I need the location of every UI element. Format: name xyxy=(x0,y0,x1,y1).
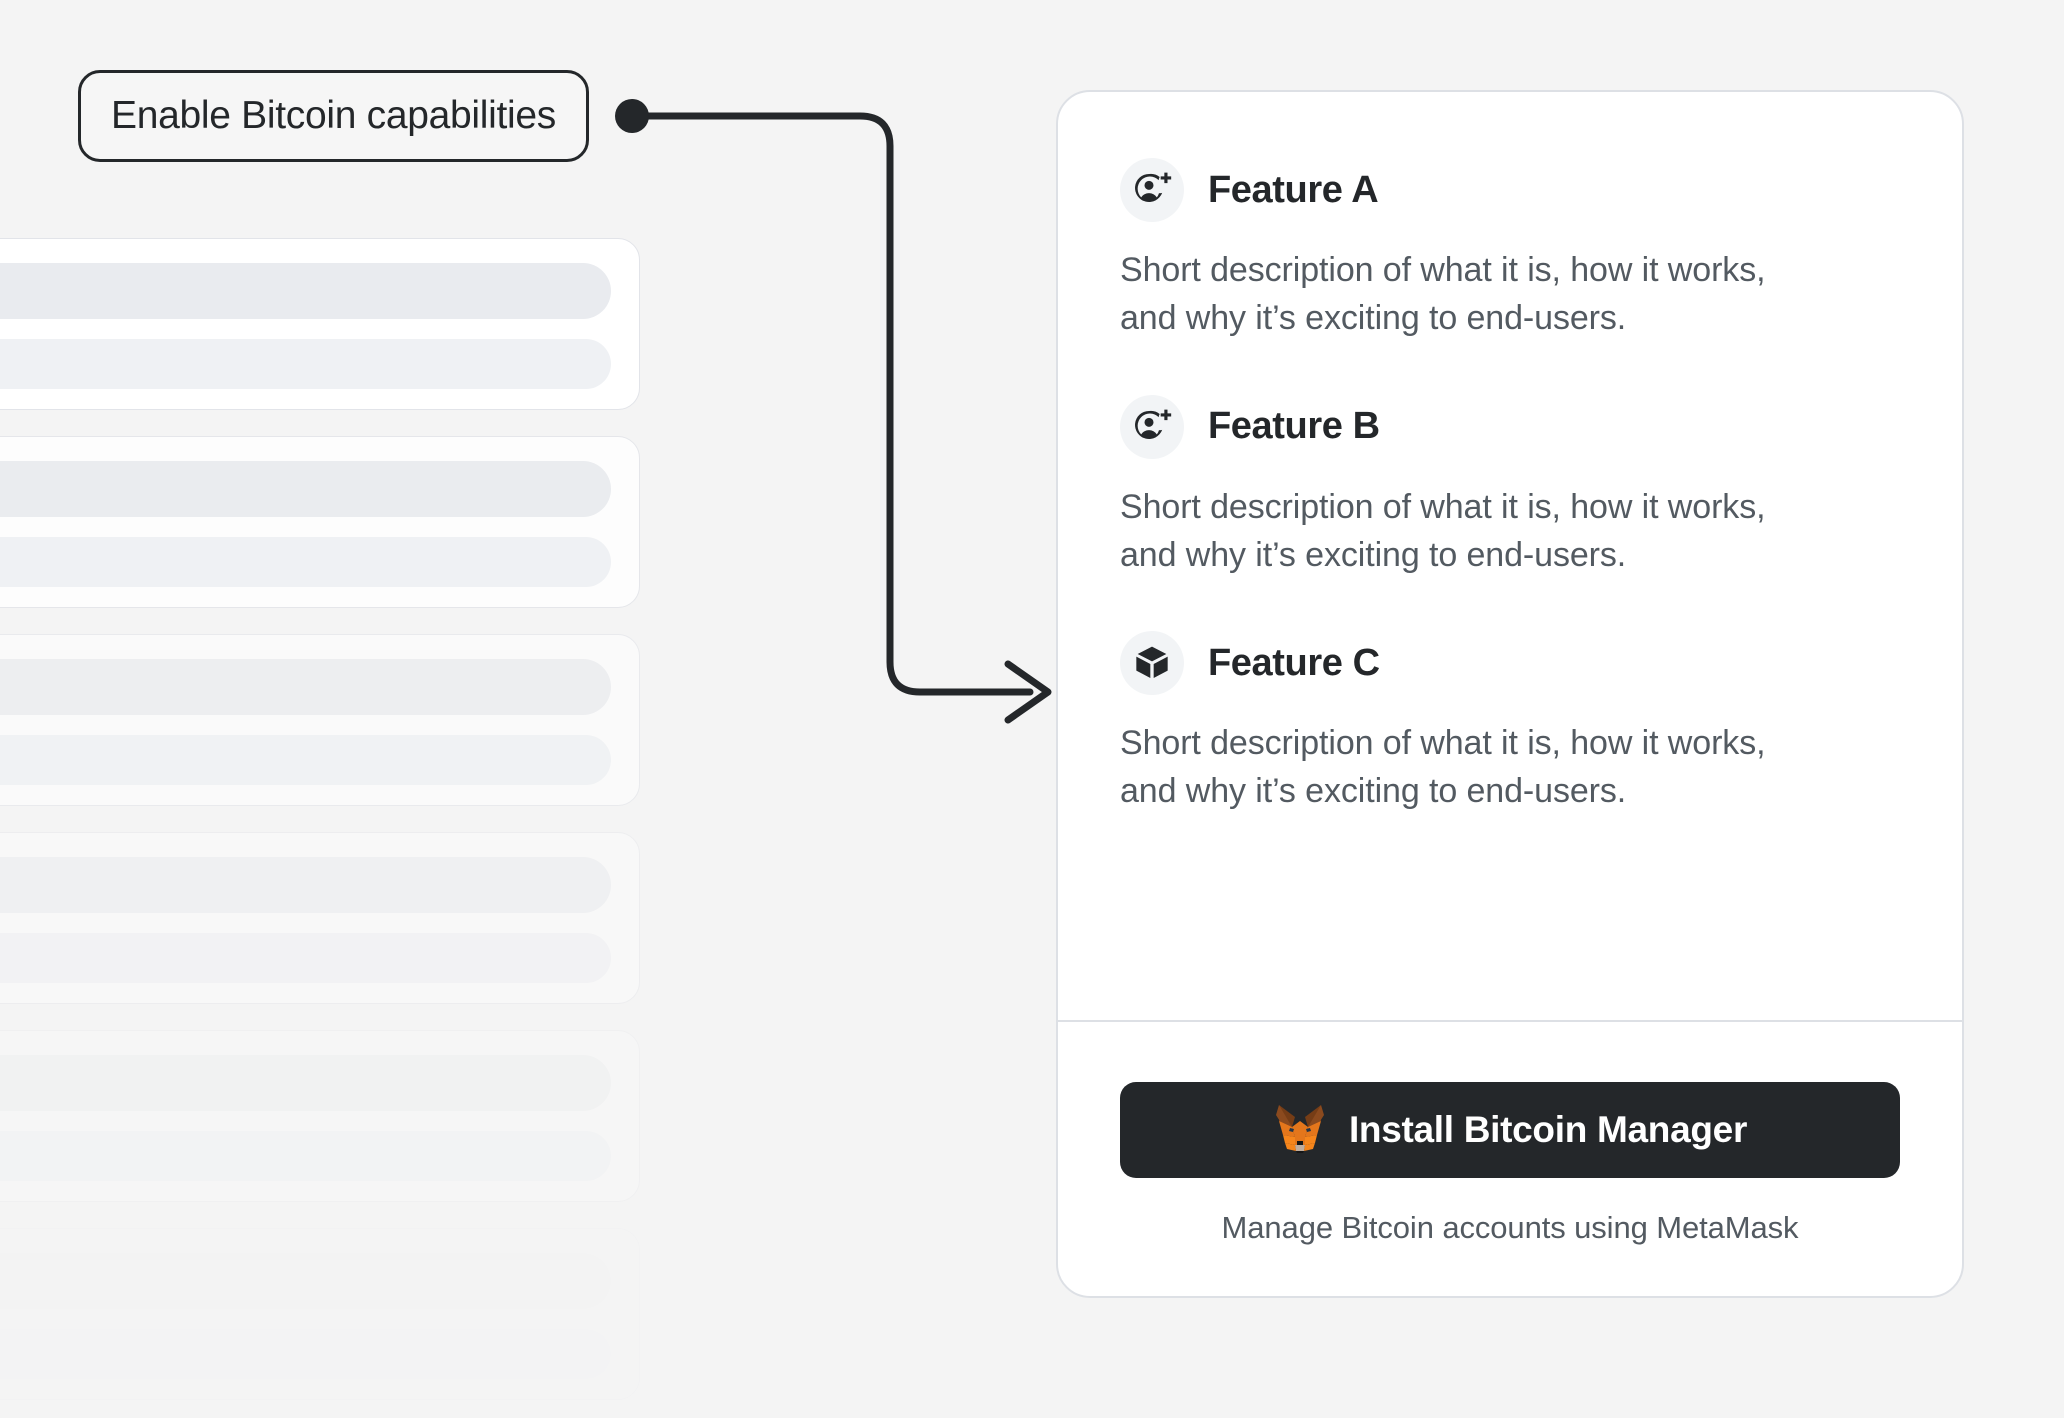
feature-list: Feature A Short description of what it is… xyxy=(1058,92,1962,962)
skeleton-bar-secondary xyxy=(0,1131,611,1181)
panel-footer: Install Bitcoin Manager Manage Bitcoin a… xyxy=(1058,1022,1962,1296)
feature-icon-badge xyxy=(1120,394,1184,459)
feature-description: Short description of what it is, how it … xyxy=(1120,724,1766,811)
feature-title: Feature C xyxy=(1208,641,1380,684)
add-account-icon xyxy=(1135,172,1172,202)
install-caption: Manage Bitcoin accounts using MetaMask xyxy=(1221,1210,1799,1245)
connector-path xyxy=(628,112,1034,696)
skeleton-bar-secondary xyxy=(0,933,611,983)
skeleton-bar-primary xyxy=(0,1253,611,1309)
connector-start-dot xyxy=(615,99,649,133)
skeleton-bar-primary xyxy=(0,1055,611,1111)
feature-title: Feature A xyxy=(1208,168,1379,211)
panel-divider xyxy=(1058,1020,1962,1022)
feature-icon-badge xyxy=(1120,158,1184,222)
metamask-fox-icon xyxy=(1273,1103,1327,1158)
feature-title: Feature B xyxy=(1208,405,1380,448)
feature-item: Feature C Short description of what it is… xyxy=(1120,631,1900,816)
callout-label: Enable Bitcoin capabilities xyxy=(111,94,557,137)
skeleton-bar-primary xyxy=(0,461,611,517)
feature-header: Feature A xyxy=(1120,158,1900,222)
install-bitcoin-manager-button[interactable]: Install Bitcoin Manager xyxy=(1120,1082,1900,1178)
feature-header: Feature C xyxy=(1120,631,1900,696)
skeleton-bar-primary xyxy=(0,659,611,715)
skeleton-card xyxy=(0,238,640,410)
install-button-label: Install Bitcoin Manager xyxy=(1348,1109,1748,1150)
callout-pill[interactable]: Enable Bitcoin capabilities xyxy=(78,70,590,162)
connector-arrowhead xyxy=(1004,660,1052,724)
feature-item: Feature B Short description of what it is… xyxy=(1120,394,1900,580)
background-skeleton-list xyxy=(0,238,640,1418)
skeleton-card xyxy=(0,634,640,806)
feature-panel: Feature A Short description of what it is… xyxy=(1056,90,1964,1298)
skeleton-bar-secondary xyxy=(0,339,611,389)
skeleton-bar-secondary xyxy=(0,537,611,587)
skeleton-bar-primary xyxy=(0,263,611,319)
feature-description: Short description of what it is, how it … xyxy=(1120,487,1766,574)
feature-description: Short description of what it is, how it … xyxy=(1120,251,1766,338)
skeleton-bar-secondary xyxy=(0,735,611,785)
skeleton-card xyxy=(0,1228,640,1400)
feature-item: Feature A Short description of what it is… xyxy=(1120,158,1900,343)
skeleton-bar-secondary xyxy=(0,1329,611,1379)
add-account-icon xyxy=(1135,409,1172,439)
feature-header: Feature B xyxy=(1120,394,1900,459)
skeleton-card xyxy=(0,1030,640,1202)
cube-icon xyxy=(1136,646,1168,679)
feature-icon-badge xyxy=(1120,631,1184,696)
skeleton-card xyxy=(0,832,640,1004)
skeleton-bar-primary xyxy=(0,857,611,913)
skeleton-card xyxy=(0,436,640,608)
